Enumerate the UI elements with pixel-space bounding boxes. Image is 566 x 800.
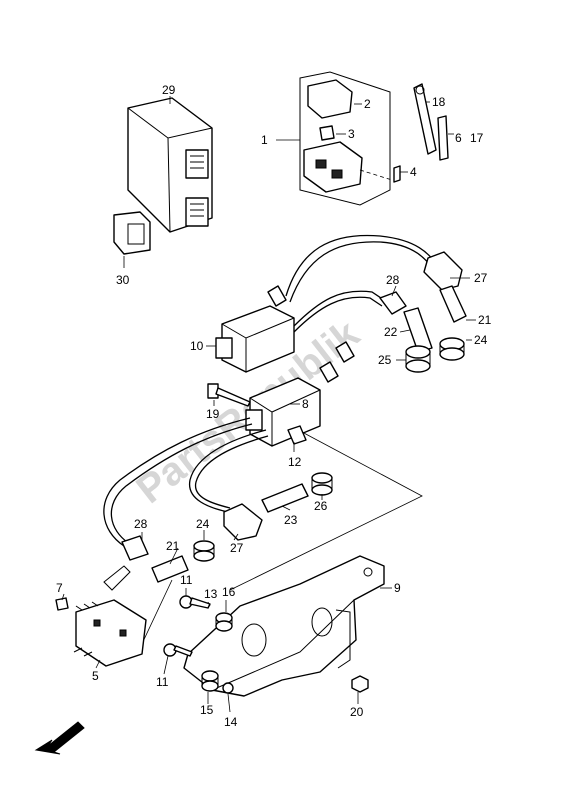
callout-8: 8 <box>302 397 309 411</box>
plug-seal-lower-right[interactable] <box>311 472 333 496</box>
plug-seal-right[interactable] <box>439 337 465 361</box>
callout-5: 5 <box>92 669 99 683</box>
high-tension-lead-lower <box>103 417 251 547</box>
plug-cap-tube-right[interactable] <box>439 285 467 323</box>
callout-3: 3 <box>348 127 355 141</box>
callout-7: 7 <box>56 581 63 595</box>
callout-30: 30 <box>116 273 130 287</box>
callout-20: 20 <box>350 705 364 719</box>
bolt-lower[interactable] <box>163 643 193 657</box>
callout-22: 22 <box>384 325 398 339</box>
coil-bolt[interactable] <box>207 383 251 407</box>
coil-spacer[interactable] <box>287 425 307 445</box>
callout-11-upper: 11 <box>180 573 193 587</box>
wire-clamp[interactable] <box>437 115 449 161</box>
callout-14: 14 <box>224 715 238 729</box>
callout-11-lower: 11 <box>156 675 169 689</box>
front-arrow-icon <box>34 721 85 755</box>
plug-cap-tube-left[interactable] <box>403 307 433 353</box>
cushion[interactable] <box>215 612 233 632</box>
callout-9: 9 <box>394 581 401 595</box>
callout-24-upper: 24 <box>474 333 488 347</box>
callout-18: 18 <box>432 95 446 109</box>
high-tension-lead-upper <box>285 234 439 297</box>
callout-26: 26 <box>314 499 328 513</box>
callout-17: 17 <box>470 131 484 145</box>
callout-25: 25 <box>378 353 392 367</box>
callout-13: 13 <box>204 587 218 601</box>
callout-28-lower: 28 <box>134 517 148 531</box>
callout-4: 4 <box>410 165 417 179</box>
plug-cap-cover-right[interactable] <box>379 291 407 315</box>
plug-seal-lower-left[interactable] <box>193 540 215 562</box>
callout-19: 19 <box>206 407 220 421</box>
grommet[interactable] <box>201 670 219 692</box>
mounting-bracket[interactable] <box>183 555 385 697</box>
wire-clamp-band[interactable] <box>413 83 437 155</box>
regulator[interactable] <box>73 565 147 667</box>
callout-1: 1 <box>261 133 268 147</box>
ecm-coupler[interactable] <box>113 211 151 255</box>
callout-15: 15 <box>200 703 214 717</box>
callout-21-lower: 21 <box>166 539 180 553</box>
callout-27-upper: 27 <box>474 271 488 285</box>
relay-group[interactable] <box>299 71 401 206</box>
callout-16: 16 <box>222 585 236 599</box>
callout-12: 12 <box>288 455 302 469</box>
callout-29: 29 <box>162 83 176 97</box>
callout-6: 6 <box>455 131 462 145</box>
callout-28-upper: 28 <box>386 273 400 287</box>
callout-21-upper: 21 <box>478 313 492 327</box>
plug-cap-right[interactable] <box>423 251 463 291</box>
nut[interactable] <box>351 675 369 693</box>
plug-cap-lower[interactable] <box>223 503 263 541</box>
callout-24-lower: 24 <box>196 517 210 531</box>
washer-screw[interactable] <box>222 682 234 694</box>
callout-23: 23 <box>284 513 298 527</box>
plug-seal-left[interactable] <box>405 345 431 373</box>
ignition-coil-upper[interactable] <box>215 285 355 373</box>
callout-27-lower: 27 <box>230 541 244 555</box>
callout-2: 2 <box>364 97 371 111</box>
callout-10: 10 <box>190 339 204 353</box>
ecm-unit[interactable] <box>127 97 213 233</box>
plug-cap-tube-lower-right[interactable] <box>261 483 309 513</box>
plug-cap-cover-left[interactable] <box>121 535 149 561</box>
